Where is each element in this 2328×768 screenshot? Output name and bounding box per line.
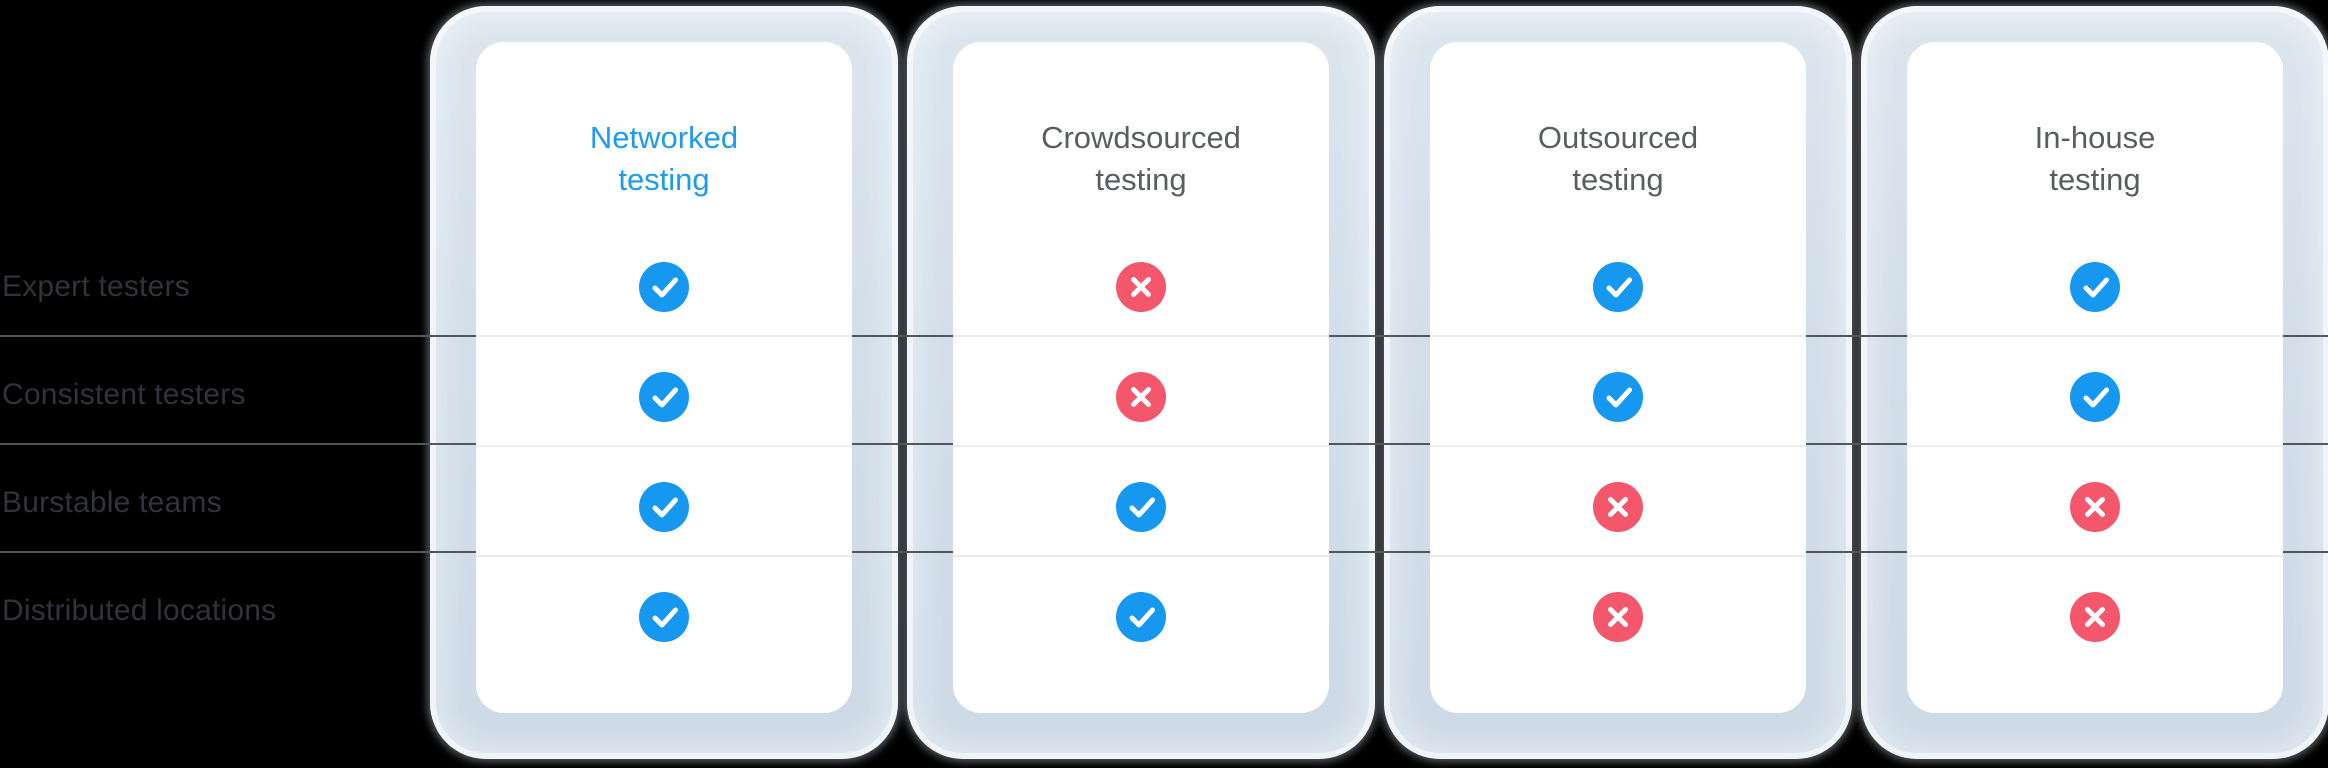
card-title: Networked testing [476,42,852,227]
card-title-line: In-house [2034,119,2156,155]
cross-icon [1116,262,1166,312]
comparison-cell [1907,227,2283,335]
cross-icon [2070,592,2120,642]
row-label-consistent-testers: Consistent testers [2,378,246,411]
card-title-line: testing [1095,161,1187,197]
card-body: Outsourced testing [1430,42,1806,713]
card-title-line: Networked [589,119,739,155]
comparison-card-outsourced: Outsourced testing [1384,6,1852,759]
check-icon [639,482,689,532]
check-icon [639,592,689,642]
card-body: Networked testing [476,42,852,713]
card-title-line: Outsourced [1537,119,1699,155]
comparison-cell [476,445,852,555]
check-icon [1593,262,1643,312]
check-icon [1593,372,1643,422]
check-icon [2070,262,2120,312]
check-icon [2070,372,2120,422]
card-title: Outsourced testing [1430,42,1806,227]
row-label-burstable-teams: Burstable teams [2,486,222,519]
card-title-line: Crowdsourced [1041,119,1241,155]
comparison-cell [1907,445,2283,555]
card-body: Crowdsourced testing [953,42,1329,713]
check-icon [1116,592,1166,642]
row-label-distributed-locations: Distributed locations [2,594,277,627]
cross-icon [1116,372,1166,422]
check-icon [639,262,689,312]
comparison-cell [1907,555,2283,665]
comparison-cell [953,335,1329,445]
card-title-line: testing [618,161,710,197]
comparison-cell [476,335,852,445]
card-body: In-house testing [1907,42,2283,713]
card-title-line: testing [1572,161,1664,197]
check-icon [1116,482,1166,532]
comparison-cell [1430,227,1806,335]
comparison-cell [476,227,852,335]
cross-icon [1593,482,1643,532]
comparison-card-networked: Networked testing [430,6,898,759]
comparison-cell [1430,335,1806,445]
card-title: In-house testing [1907,42,2283,227]
comparison-cell [953,445,1329,555]
cross-icon [1593,592,1643,642]
row-label-expert-testers: Expert testers [2,270,190,303]
comparison-cell [953,555,1329,665]
check-icon [639,372,689,422]
card-title-line: testing [2049,161,2141,197]
comparison-card-crowdsourced: Crowdsourced testing [907,6,1375,759]
comparison-cell [953,227,1329,335]
comparison-cell [476,555,852,665]
card-title: Crowdsourced testing [953,42,1329,227]
comparison-cell [1430,555,1806,665]
comparison-card-inhouse: In-house testing [1861,6,2328,759]
cross-icon [2070,482,2120,532]
comparison-cell [1907,335,2283,445]
comparison-cell [1430,445,1806,555]
